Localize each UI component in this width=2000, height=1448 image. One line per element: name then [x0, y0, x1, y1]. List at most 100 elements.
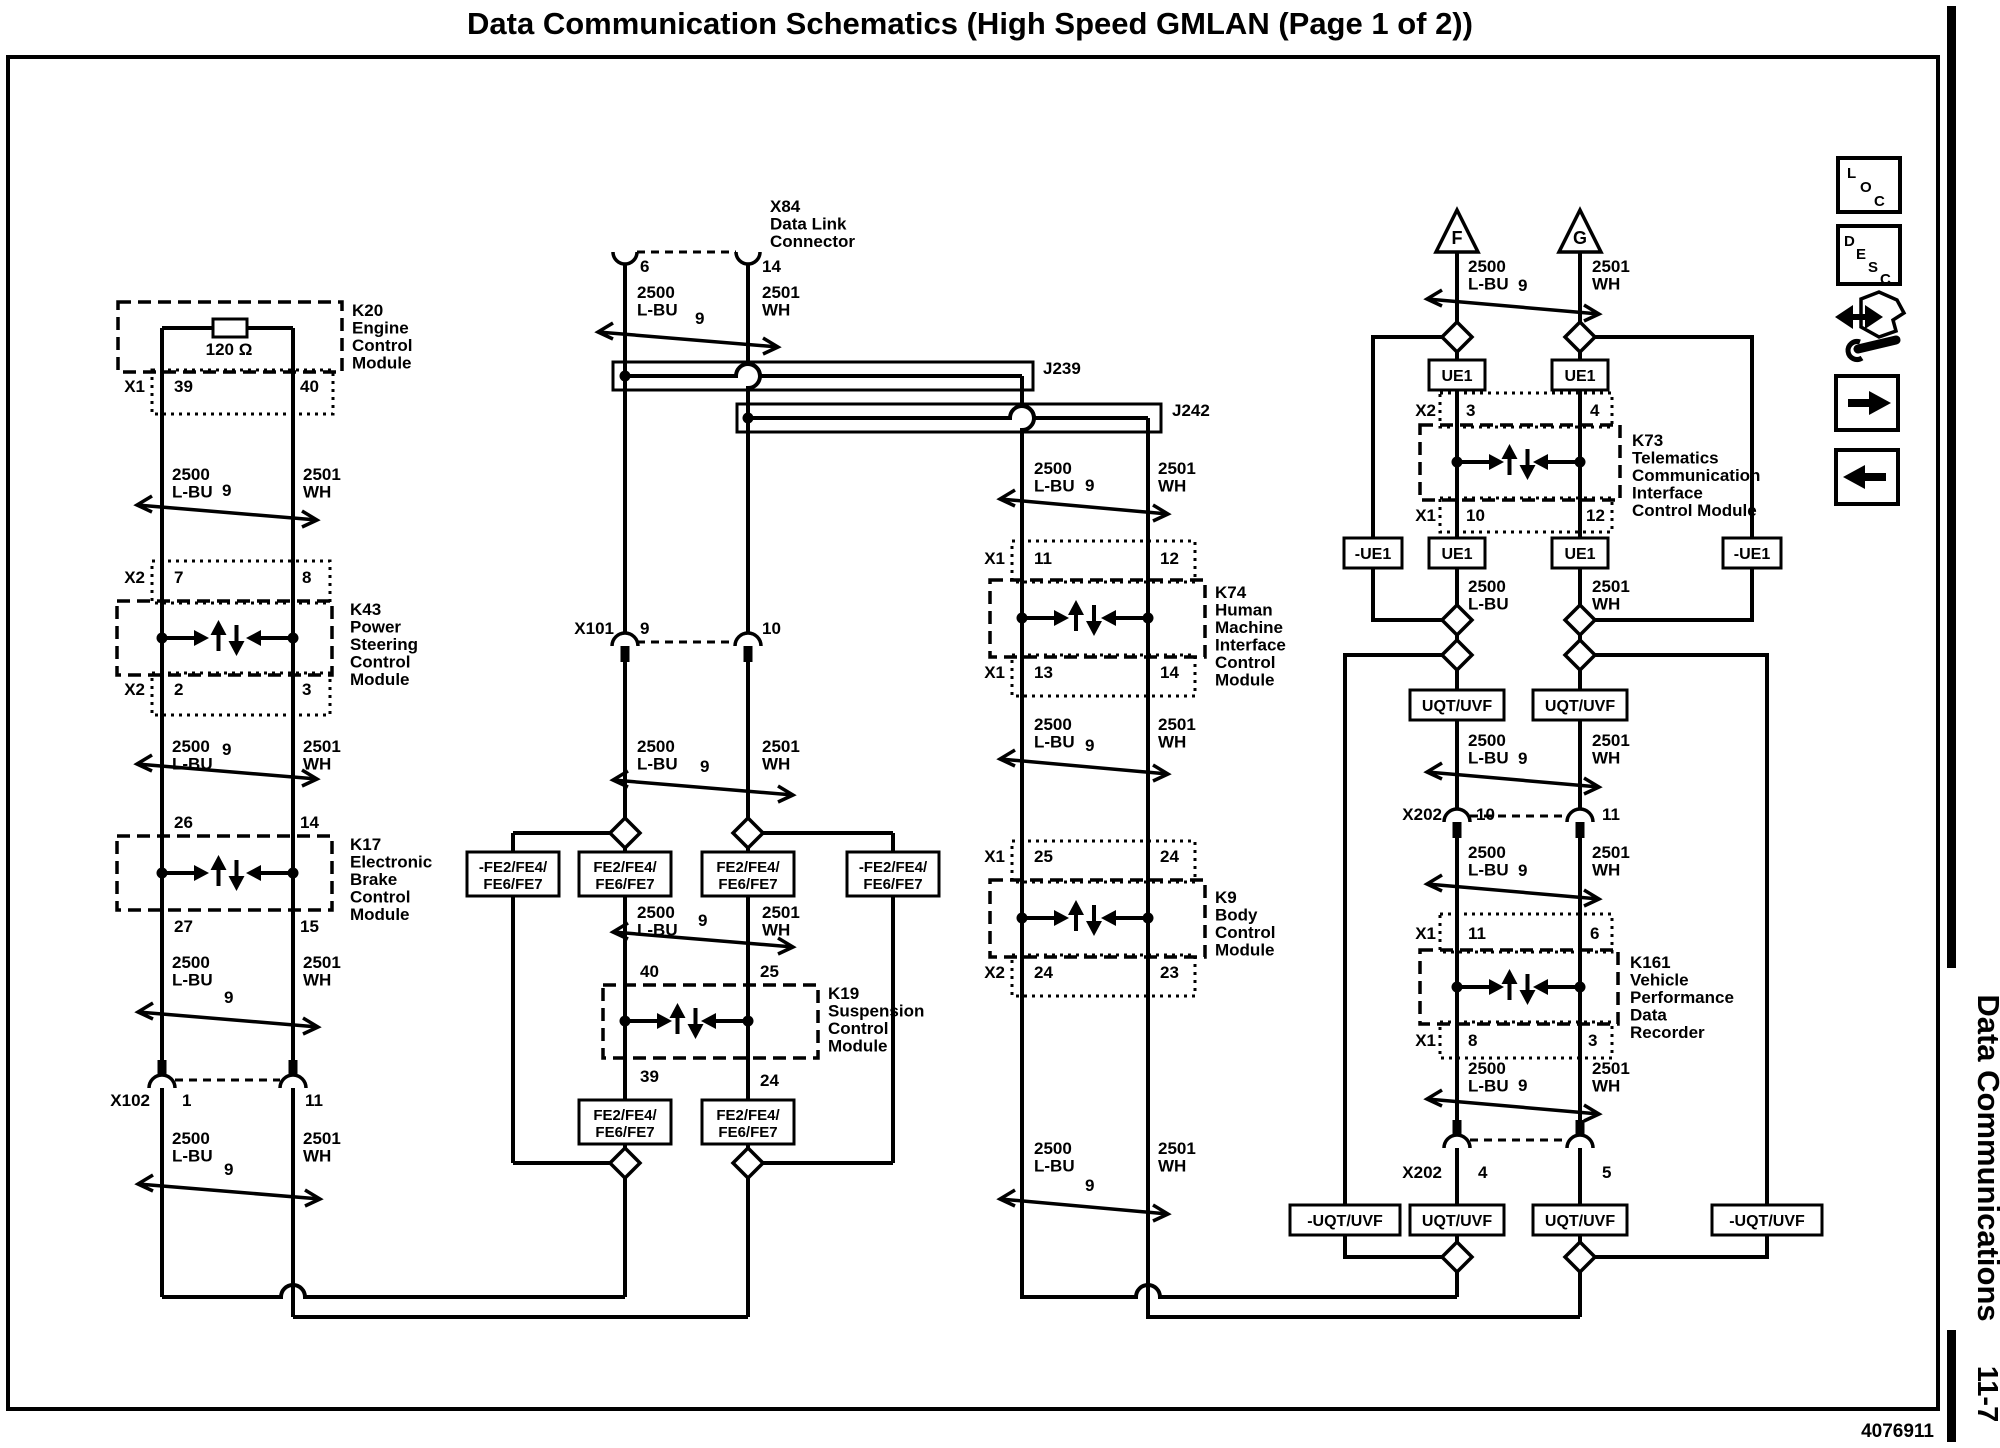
desc-icon-letter[interactable]: C [1880, 271, 1891, 288]
option-box-label: FE6/FE7 [595, 876, 654, 893]
splice-diamond [1439, 1239, 1475, 1275]
loc-icon-letter[interactable]: L [1847, 165, 1856, 182]
connector-X202-pin11 [1565, 807, 1595, 823]
bus-J239-wire [625, 362, 1022, 378]
option-box [577, 1098, 673, 1146]
twisted-pair-symbol [1423, 288, 1443, 308]
pin-number: 23 [1160, 963, 1179, 982]
splice-diamond [1562, 637, 1598, 673]
splice-diamond [1562, 602, 1598, 638]
two-way-wrench-icon[interactable] [1859, 290, 1907, 339]
connector-label: X101 [574, 619, 614, 638]
twisted-pair-symbol [1426, 297, 1600, 316]
loc-icon-letter[interactable]: O [1860, 179, 1872, 196]
connector-X84-pin6 [611, 251, 639, 266]
desc-icon-letter[interactable]: S [1868, 259, 1878, 276]
gateway-K43-arrow [228, 641, 245, 656]
arrow-left-icon[interactable] [1843, 465, 1865, 489]
pin-number: 11 [305, 1091, 323, 1110]
off-page-ref-G [1556, 206, 1604, 254]
col2-option-loop-right [763, 831, 895, 1165]
twisted-pair-symbol [136, 762, 318, 781]
pin-label: X2 [1415, 401, 1436, 420]
pin-number: 5 [1602, 1163, 1611, 1182]
option-box [1721, 536, 1783, 570]
loc-icon-letter[interactable]: C [1874, 193, 1885, 210]
splice-diamond [730, 1145, 766, 1181]
twisted-pair-symbol [137, 1010, 319, 1029]
connector-X101-pin10-pin [743, 646, 753, 662]
pin-number: 39 [174, 377, 193, 396]
pin-number: 6 [1590, 924, 1599, 943]
connector-label: X202 [1402, 1163, 1442, 1182]
two-way-wrench-icon[interactable] [1853, 335, 1901, 354]
arrow-right-icon[interactable] [1869, 391, 1891, 415]
off-page-ref-F [1433, 206, 1481, 254]
connector-X102-pin11-pin [288, 1060, 298, 1076]
page-title: Data Communication Schematics (High Spee… [467, 6, 1473, 41]
pin-label: X1 [1415, 506, 1436, 525]
pin-label: X1 [984, 549, 1005, 568]
twist-count: 9 [224, 988, 233, 1007]
splice-diamond [607, 815, 643, 851]
connector-X202-pin10-pin [1452, 822, 1462, 838]
gateway-K73-arrow [1489, 454, 1504, 470]
gateway-K73-arrow [1533, 454, 1548, 470]
desc-icon-letter[interactable]: D [1844, 233, 1855, 250]
twisted-pair-symbol [1423, 1088, 1443, 1108]
connector-X202-pin5-pin [1575, 1120, 1585, 1136]
twist-count: 9 [695, 309, 704, 328]
twisted-pair-symbol [777, 784, 797, 804]
splice-diamond [1439, 637, 1475, 673]
pin-row-K43-X2-top [150, 559, 332, 605]
option-box [465, 850, 561, 898]
option-box-label: -FE2/FE4/ [859, 859, 928, 876]
twisted-pair-symbol [996, 1188, 1016, 1208]
loc-icon[interactable] [1836, 156, 1902, 214]
pin-number: 12 [1160, 549, 1179, 568]
twisted-pair-symbol [1152, 503, 1172, 523]
module-K74-outline [988, 578, 1207, 659]
pin-row-K20-X1 [150, 368, 335, 416]
gateway-K43-arrow [246, 630, 261, 646]
gateway-K74-arrow [1068, 600, 1084, 615]
two-way-wrench-icon[interactable] [1835, 305, 1853, 329]
two-way-wrench-icon[interactable] [1865, 305, 1883, 329]
desc-icon[interactable] [1836, 224, 1902, 286]
twisted-pair-symbol [999, 1197, 1169, 1216]
pin-number: 14 [762, 257, 781, 276]
option-box [1427, 358, 1487, 392]
pin-label: X1 [124, 377, 145, 396]
twisted-pair-symbol [304, 1188, 324, 1208]
module-K9-outline [988, 878, 1207, 959]
twisted-pair-symbol [609, 921, 629, 941]
option-box [1531, 1203, 1629, 1237]
gateway-K9-arrow [1101, 910, 1116, 926]
desc-icon-letter[interactable]: E [1856, 246, 1866, 263]
pin-number: 25 [1034, 847, 1053, 866]
option-box [1427, 536, 1487, 570]
gateway-K19-arrow [701, 1013, 716, 1029]
two-way-wrench-icon[interactable] [1845, 339, 1864, 362]
option-box [700, 850, 796, 898]
pin-number: 8 [1468, 1031, 1477, 1050]
splice-diamond [607, 1145, 643, 1181]
connector-X101-pin9-pin [620, 646, 630, 662]
option-box-label: FE2/FE4/ [593, 859, 657, 876]
twisted-pair-symbol [136, 503, 318, 522]
gateway-K73-arrow [1519, 465, 1536, 480]
module-K17-outline [115, 834, 334, 912]
